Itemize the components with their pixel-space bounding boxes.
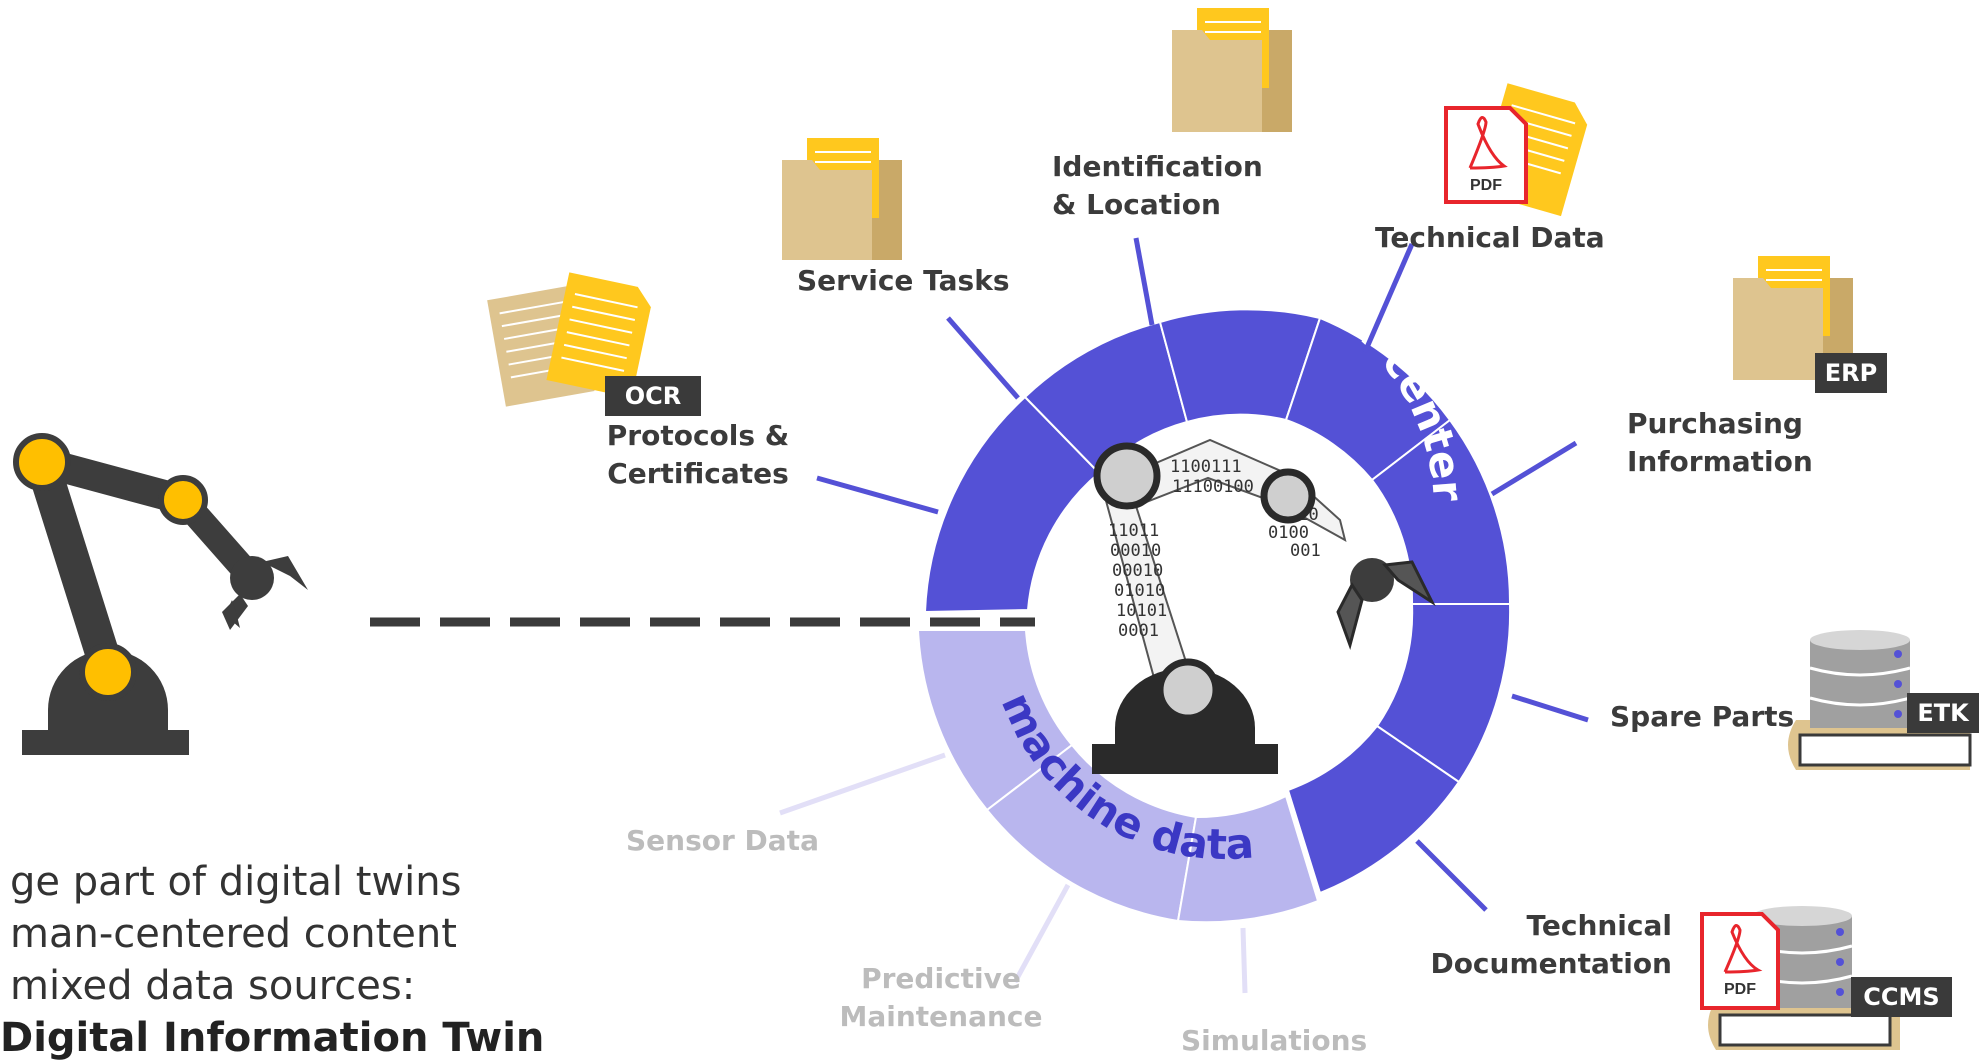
pdf-label: PDF — [1470, 177, 1502, 194]
label-purchasing-information: Purchasing Information — [1627, 407, 1813, 478]
pdf-document-icon: PDF — [1444, 83, 1588, 217]
binary-text: 1100111 — [1170, 457, 1242, 477]
ring-human-centered — [923, 308, 1512, 895]
binary-text: 001 — [1290, 541, 1321, 561]
folder-icon — [1733, 256, 1853, 380]
binary-text: 0100 — [1268, 523, 1309, 543]
intro-line: man-centered content — [10, 911, 457, 957]
document-stack-icon — [487, 272, 651, 407]
label-sensor-data: Sensor Data — [626, 824, 819, 857]
intro-title: Digital Information Twin — [0, 1015, 545, 1061]
database-icon: PDF — [1700, 906, 1900, 1050]
label-spare-parts: Spare Parts — [1610, 700, 1795, 733]
binary-text: 01010 — [1114, 581, 1165, 601]
tag-erp: ERP — [1815, 353, 1887, 393]
binary-text: 11011 — [1108, 521, 1159, 541]
label-identification-location: Identification & Location — [1052, 150, 1263, 221]
intro-text: ge part of digital twins man-centered co… — [0, 856, 544, 1064]
label-technical-data: Technical Data — [1375, 221, 1605, 254]
binary-text: 10101 — [1116, 601, 1167, 621]
binary-text: 0001 — [1118, 621, 1159, 641]
folder-icon — [1172, 8, 1292, 132]
human-connectors — [816, 237, 1589, 912]
label-predictive-maintenance: Predictive Maintenance — [839, 962, 1043, 1033]
intro-line: ge part of digital twins — [10, 859, 462, 905]
robot-arm-icon — [13, 433, 308, 755]
folder-icon — [782, 138, 902, 260]
machine-connectors — [779, 752, 1248, 994]
label-protocols-certificates: Protocols & Certificates — [606, 419, 790, 490]
label-simulations: Simulations — [1181, 1024, 1368, 1057]
tag-ocr: OCR — [605, 376, 701, 416]
tag-etk: ETK — [1907, 693, 1979, 733]
pdf-label: PDF — [1724, 981, 1756, 998]
label-technical-documentation: Technical Documentation — [1430, 909, 1672, 980]
binary-robot-icon: 1100111111001000101101100010000100101010… — [1092, 438, 1436, 774]
binary-text: 00010 — [1112, 561, 1163, 581]
binary-text: 11100100 — [1172, 477, 1254, 497]
ring-machine-data — [916, 629, 1320, 924]
binary-text: 00010 — [1110, 541, 1161, 561]
tag-ccms: CCMS — [1851, 977, 1952, 1017]
label-service-tasks: Service Tasks — [797, 264, 1010, 297]
intro-line: mixed data sources: — [10, 963, 416, 1009]
